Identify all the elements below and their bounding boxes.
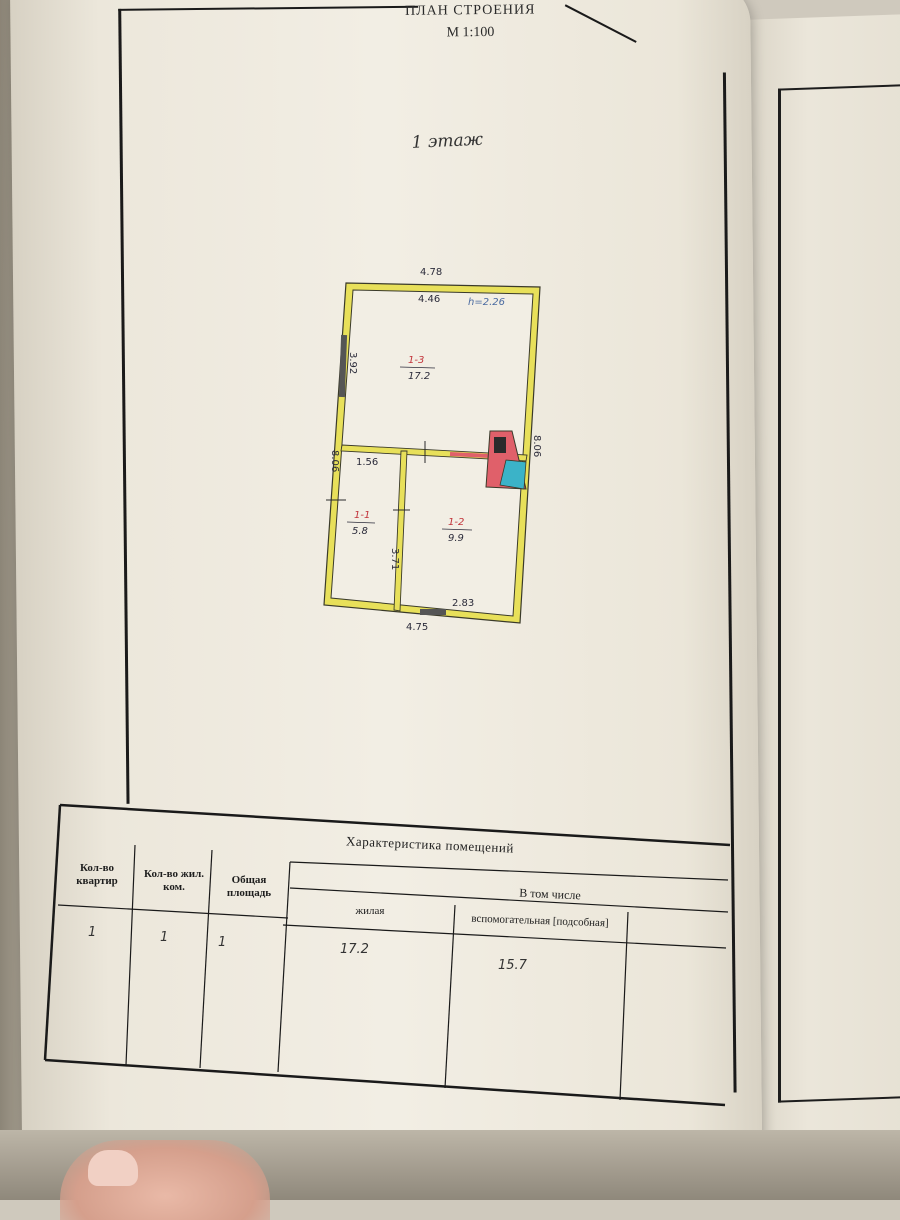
room-1-3-id: 1-3 [408, 355, 424, 366]
room-1-1-id: 1-1 [354, 510, 370, 521]
value-living: 17.2 [340, 942, 369, 957]
dim-outer-right: 8.06 [531, 435, 542, 457]
value-living-rooms: 1 [160, 930, 169, 945]
value-total-area: 1 [218, 935, 227, 950]
col-total-area-header: Общая площадь [226, 874, 272, 899]
dim-room-1-3-depth: 3.92 [347, 352, 358, 374]
stove-blue [499, 459, 527, 490]
value-apartments: 1 [88, 925, 97, 940]
room-1-1-area: 5.8 [352, 526, 368, 537]
room-1-2-area: 9.9 [448, 533, 464, 544]
ceiling-height: h=2.26 [468, 297, 505, 308]
fingernail [88, 1150, 138, 1186]
dim-outer-bottom: 4.75 [406, 622, 428, 633]
room-1-2-id: 1-2 [448, 517, 464, 528]
dim-room-1-2-depth: 3.71 [389, 548, 400, 570]
dim-inner-top: 4.46 [418, 294, 440, 305]
col-living-rooms-header: Кол-во жил. ком. [144, 868, 204, 893]
dim-corridor: 1.56 [356, 457, 378, 468]
room-1-3-area: 17.2 [408, 371, 430, 382]
dim-room-1-2-width: 2.83 [452, 598, 474, 609]
partition-vertical [393, 450, 408, 612]
floor-plan: 4.78 4.46 h=2.26 8.06 8.06 3.92 1.56 3.7… [323, 267, 542, 633]
stove-connector [449, 452, 491, 458]
value-auxiliary: 15.7 [498, 958, 527, 973]
stove-door [494, 437, 506, 453]
dim-outer-left: 8.06 [329, 450, 340, 472]
dim-outer-top: 4.78 [420, 267, 442, 278]
window-bottom [420, 609, 446, 615]
window-left [338, 334, 348, 398]
col-apartments-header: Кол-во квартир [76, 862, 118, 887]
col-living-header: жилая [355, 905, 385, 917]
